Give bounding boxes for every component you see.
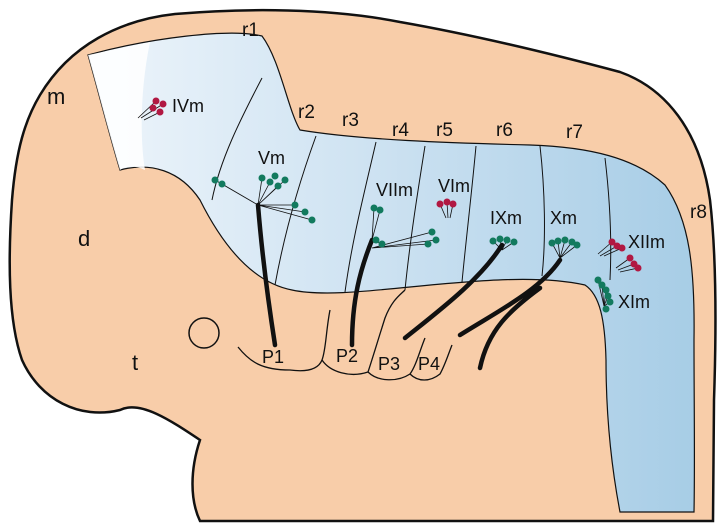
label-P2: P2 xyxy=(336,346,358,366)
VIIm-cell xyxy=(378,240,386,248)
label-VIm: VIm xyxy=(438,176,470,196)
VIIm-cell xyxy=(376,206,384,214)
Vm-cell xyxy=(274,182,282,190)
Vm-cell xyxy=(301,208,309,216)
IXm-cell xyxy=(510,238,518,246)
Xm-cell xyxy=(554,237,562,245)
Vm-cell xyxy=(281,176,289,184)
nucleus-VIm-cells xyxy=(436,198,457,219)
VIm-cell xyxy=(443,198,451,206)
XIm-cell xyxy=(602,305,610,313)
Vm-cell xyxy=(291,201,299,209)
label-t: t xyxy=(132,350,138,375)
boundary-r3-r4 xyxy=(344,141,377,293)
Vm-cell xyxy=(271,172,279,180)
motor-nuclei-cells xyxy=(137,97,642,313)
nucleus-IVm-cells xyxy=(137,97,167,121)
Vm-cell xyxy=(266,178,274,186)
label-Vm: Vm xyxy=(258,148,285,168)
label-P4: P4 xyxy=(418,354,440,374)
boundary-r1-r2 xyxy=(211,77,263,201)
VIm-cell xyxy=(449,200,457,208)
label-r5: r5 xyxy=(436,120,453,141)
label-r7: r7 xyxy=(566,122,583,143)
eye-placode-icon xyxy=(188,317,220,349)
nucleus-Vm-cells xyxy=(211,172,316,224)
VIIm-cell xyxy=(372,236,380,244)
XIIm-axons xyxy=(597,241,639,273)
label-P1: P1 xyxy=(262,347,284,367)
facial-nerve xyxy=(349,237,375,348)
rhombomere-boundaries xyxy=(211,77,612,293)
trigeminal-nerve xyxy=(255,202,278,348)
label-r1: r1 xyxy=(242,20,259,41)
VIIm-cell xyxy=(428,228,436,236)
IVm-cell xyxy=(149,104,157,112)
label-d: d xyxy=(78,226,90,251)
Vm-cell xyxy=(308,216,316,224)
neural-tube xyxy=(87,32,696,513)
XIm-cell xyxy=(594,276,602,284)
IXm-cell xyxy=(489,237,497,245)
Vm-cell xyxy=(258,174,266,182)
label-IXm: IXm xyxy=(490,208,522,228)
XIm-axons xyxy=(597,279,611,307)
boundary-r6-r7 xyxy=(539,145,545,277)
XIm-cell xyxy=(606,298,614,306)
IVm-cell xyxy=(159,100,167,108)
XIIm-cell xyxy=(618,244,626,252)
Vm-axons xyxy=(214,177,313,221)
VIIm-cell xyxy=(432,236,440,244)
Xm-axons xyxy=(551,239,578,259)
label-r3: r3 xyxy=(342,110,359,131)
vagus-nerve xyxy=(457,257,563,371)
nucleus-VIIm-cells xyxy=(370,204,440,249)
nucleus-IXm-cells xyxy=(489,235,518,251)
label-VIIm: VIIm xyxy=(376,180,413,200)
XIm-cell xyxy=(598,281,606,289)
Xm-cell xyxy=(573,241,581,249)
nucleus-XIm-cells xyxy=(594,276,614,313)
glossopharyngeal-nerve xyxy=(402,242,505,341)
label-r6: r6 xyxy=(496,120,513,141)
isthmus-wedge xyxy=(88,42,150,170)
label-r4: r4 xyxy=(392,120,409,141)
IVm-cell xyxy=(152,97,160,105)
IVm-cell xyxy=(156,108,164,116)
IXm-axons xyxy=(492,238,515,251)
Vm-cell xyxy=(211,176,219,184)
label-XIm: XIm xyxy=(618,292,650,312)
XIIm-cell xyxy=(626,254,634,262)
XIm-cell xyxy=(604,292,612,300)
Vm-cell xyxy=(218,180,226,188)
pharyngeal-arches-outline xyxy=(237,289,453,381)
label-XIIm: XIIm xyxy=(628,232,665,252)
label-r2: r2 xyxy=(298,102,315,123)
VIIm-cell xyxy=(424,240,432,248)
Xm-cell xyxy=(548,239,556,247)
IXm-cell xyxy=(503,236,511,244)
label-P3: P3 xyxy=(378,354,400,374)
boundary-r7-r8 xyxy=(604,157,612,281)
motor-nerves xyxy=(255,202,563,371)
VIIm-cell xyxy=(370,204,378,212)
diagram-labels: m d t r1 r2 r3 r4 r5 r6 r7 r8 IVm Vm VII… xyxy=(47,20,707,375)
label-Xm: Xm xyxy=(550,208,577,228)
XIIm-cell xyxy=(608,238,616,246)
XIm-cell xyxy=(602,286,610,294)
XIIm-cell xyxy=(634,264,642,272)
nucleus-XIIm-cells xyxy=(597,238,642,273)
label-r8: r8 xyxy=(690,202,707,223)
boundary-r4-r5 xyxy=(404,145,426,291)
label-IVm: IVm xyxy=(172,96,204,116)
VIm-cell xyxy=(436,200,444,208)
IXm-cell xyxy=(496,235,504,243)
boundary-r5-r6 xyxy=(461,145,477,283)
nucleus-Xm-cells xyxy=(548,236,581,259)
Xm-cell xyxy=(561,236,569,244)
label-m: m xyxy=(47,84,65,109)
